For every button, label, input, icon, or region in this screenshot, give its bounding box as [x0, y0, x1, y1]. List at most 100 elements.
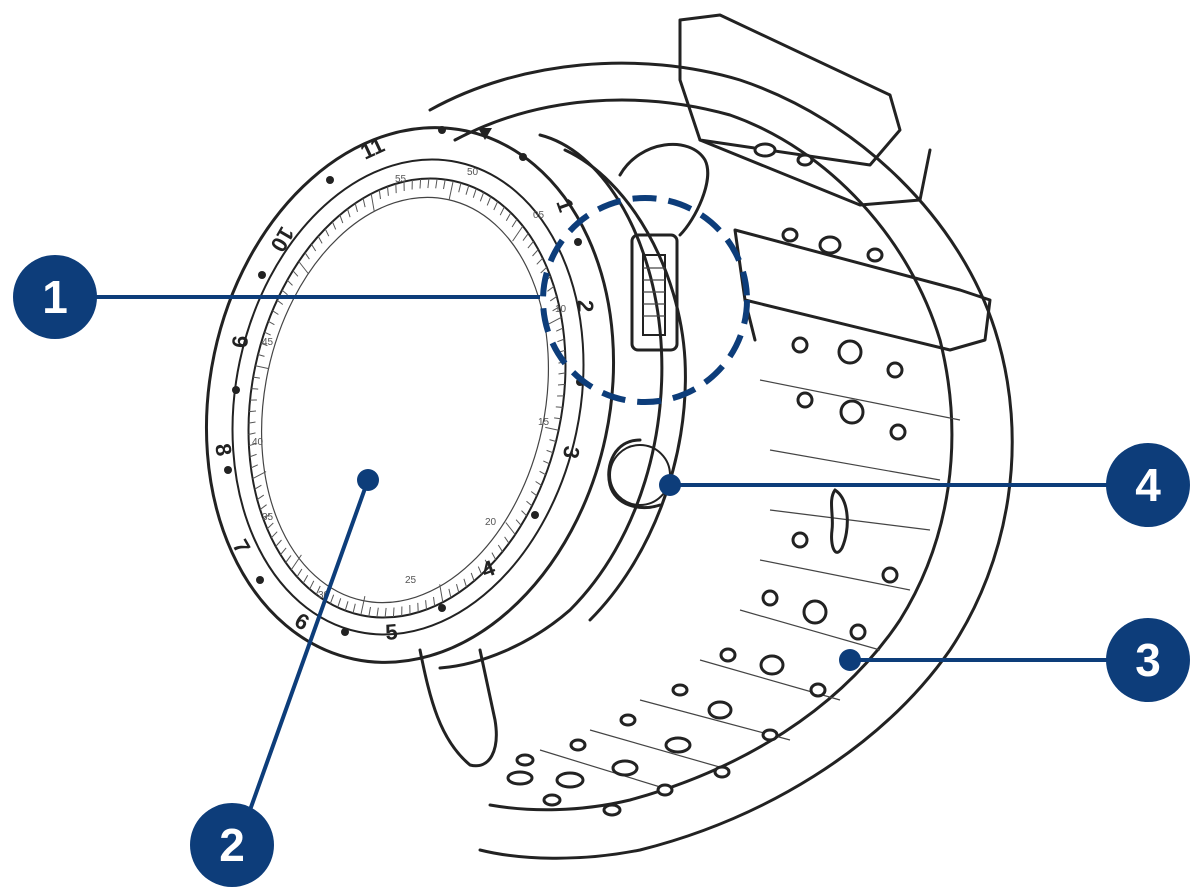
minute-tick [497, 544, 503, 552]
ring-number: 35 [262, 512, 274, 523]
minute-tick [329, 594, 335, 604]
minute-tick [384, 607, 387, 618]
inner-ring-numbers: 55 50 05 10 15 20 25 30 35 40 45 [252, 167, 567, 601]
callout-label: 1 [42, 271, 68, 323]
ring-number: 20 [485, 517, 497, 528]
minute-tick [248, 421, 256, 424]
minute-tick [376, 607, 379, 618]
minute-tick [331, 221, 337, 230]
strap [428, 13, 1014, 860]
minute-tick [527, 240, 534, 249]
minute-tick [543, 460, 550, 465]
minute-tick [539, 470, 546, 476]
minute-tick [545, 426, 559, 431]
strap-holes [506, 142, 907, 817]
minute-tick [268, 320, 275, 326]
minute-tick [324, 228, 330, 237]
bezel-number: 10 [265, 223, 299, 257]
minute-tick [344, 601, 349, 611]
minute-tick [557, 383, 565, 386]
minute-tick [427, 178, 430, 189]
minute-tick [362, 198, 366, 208]
minute-tick [477, 566, 483, 575]
minute-tick [479, 192, 485, 202]
minute-tick [339, 214, 344, 224]
minute-tick [504, 536, 510, 544]
minute-ticks [248, 178, 566, 618]
ring-number: 45 [262, 337, 274, 348]
minute-tick [448, 180, 454, 201]
minute-tick [470, 572, 475, 582]
bezel-numbers: 11 1 2 3 4 5 6 7 8 9 10 [210, 132, 598, 645]
minute-tick [257, 354, 265, 357]
minute-tick [272, 310, 279, 315]
minute-tick [433, 596, 436, 607]
sensor-highlight-ring [540, 195, 750, 405]
minute-tick [448, 588, 452, 598]
bezel-number: 2 [573, 300, 598, 312]
minute-tick [526, 500, 533, 507]
ring-number: 25 [405, 575, 417, 586]
minute-tick [547, 286, 555, 292]
minute-tick [249, 410, 257, 413]
minute-tick [254, 484, 262, 490]
minute-tick [253, 376, 260, 379]
ring-number: 15 [538, 417, 550, 428]
minute-tick [378, 189, 381, 200]
ring-number: 10 [555, 304, 567, 315]
bezel-number: 8 [210, 442, 237, 458]
minute-tick [549, 295, 558, 302]
minute-tick [251, 388, 259, 390]
minute-tick [532, 249, 539, 257]
minute-tick [552, 306, 560, 312]
minute-tick [280, 547, 287, 556]
ring-number: 40 [252, 437, 264, 448]
minute-tick [255, 365, 269, 370]
bezel-number: 5 [384, 619, 398, 645]
minute-tick [555, 406, 563, 408]
minute-tick [360, 595, 366, 616]
callout-label: 4 [1135, 459, 1161, 511]
minute-tick [484, 559, 490, 568]
minute-tick [472, 188, 477, 198]
minute-tick [443, 179, 446, 190]
callout-1: 1 [13, 255, 540, 339]
minute-tick [557, 338, 565, 343]
minute-tick [281, 289, 288, 296]
minute-tick [270, 531, 278, 539]
ring-number: 05 [533, 210, 545, 221]
callout-2: 2 [190, 469, 379, 887]
minute-tick [354, 203, 358, 213]
minute-tick [309, 580, 315, 590]
minute-tick [439, 584, 444, 603]
minute-tick [425, 600, 427, 610]
minute-tick [296, 568, 303, 578]
minute-tick [547, 316, 562, 325]
minute-tick [304, 252, 310, 260]
minute-tick [286, 279, 293, 286]
minute-tick [540, 266, 548, 274]
minute-tick [370, 193, 375, 212]
minute-tick [311, 244, 317, 252]
minute-tick [493, 201, 499, 211]
callout-3: 3 [839, 618, 1190, 702]
watch-face [204, 126, 616, 664]
ring-number: 50 [467, 167, 479, 178]
minute-tick [248, 443, 256, 447]
minute-tick [558, 372, 566, 375]
minute-tick [505, 522, 516, 535]
minute-tick [276, 299, 284, 305]
bezel-triangle-icon [478, 128, 492, 140]
minute-tick [315, 585, 321, 595]
watch-case [418, 133, 710, 768]
minute-tick [263, 513, 271, 520]
minute-tick [248, 432, 256, 435]
minute-tick [435, 178, 438, 189]
minute-tick [456, 583, 460, 593]
minute-tick [521, 510, 528, 517]
bezel-number: 7 [228, 535, 256, 558]
bezel-number: 6 [291, 608, 314, 636]
minute-tick [264, 331, 271, 336]
minute-tick [256, 494, 265, 501]
minute-tick [554, 417, 561, 420]
